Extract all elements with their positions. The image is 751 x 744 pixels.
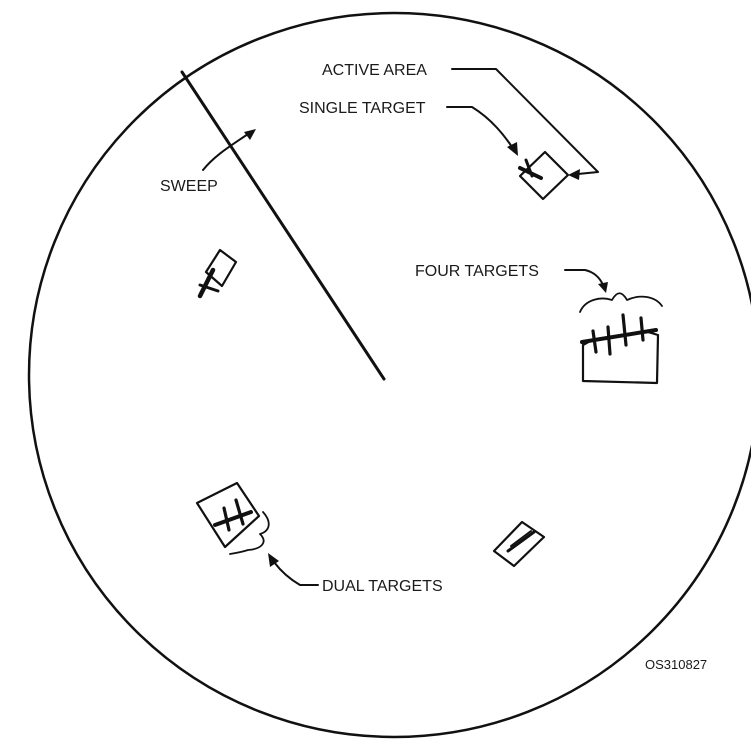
radar-scope-outline bbox=[27, 11, 751, 739]
dual-targets-bracket bbox=[229, 511, 270, 555]
single-target-arrow bbox=[446, 106, 518, 156]
dual-targets-blip bbox=[195, 481, 261, 549]
four-targets-label: FOUR TARGETS bbox=[415, 263, 539, 280]
active-area-leader bbox=[451, 68, 599, 180]
dual-targets-arrow bbox=[268, 553, 319, 586]
single-target-label: SINGLE TARGET bbox=[299, 100, 426, 117]
target-blip-left bbox=[197, 248, 238, 299]
sweep-arrow bbox=[202, 129, 256, 171]
four-targets-bracket bbox=[579, 292, 663, 313]
sweep-label: SWEEP bbox=[160, 178, 218, 195]
single-target-blip bbox=[518, 150, 570, 201]
sweep-line bbox=[180, 70, 386, 381]
target-blip-lower-right bbox=[492, 520, 546, 568]
four-targets-blip bbox=[580, 313, 660, 385]
active-area-label: ACTIVE AREA bbox=[322, 62, 427, 79]
four-targets-arrow bbox=[564, 269, 608, 293]
dual-targets-label: DUAL TARGETS bbox=[322, 578, 443, 595]
figure-id-label: OS310827 bbox=[645, 657, 707, 672]
